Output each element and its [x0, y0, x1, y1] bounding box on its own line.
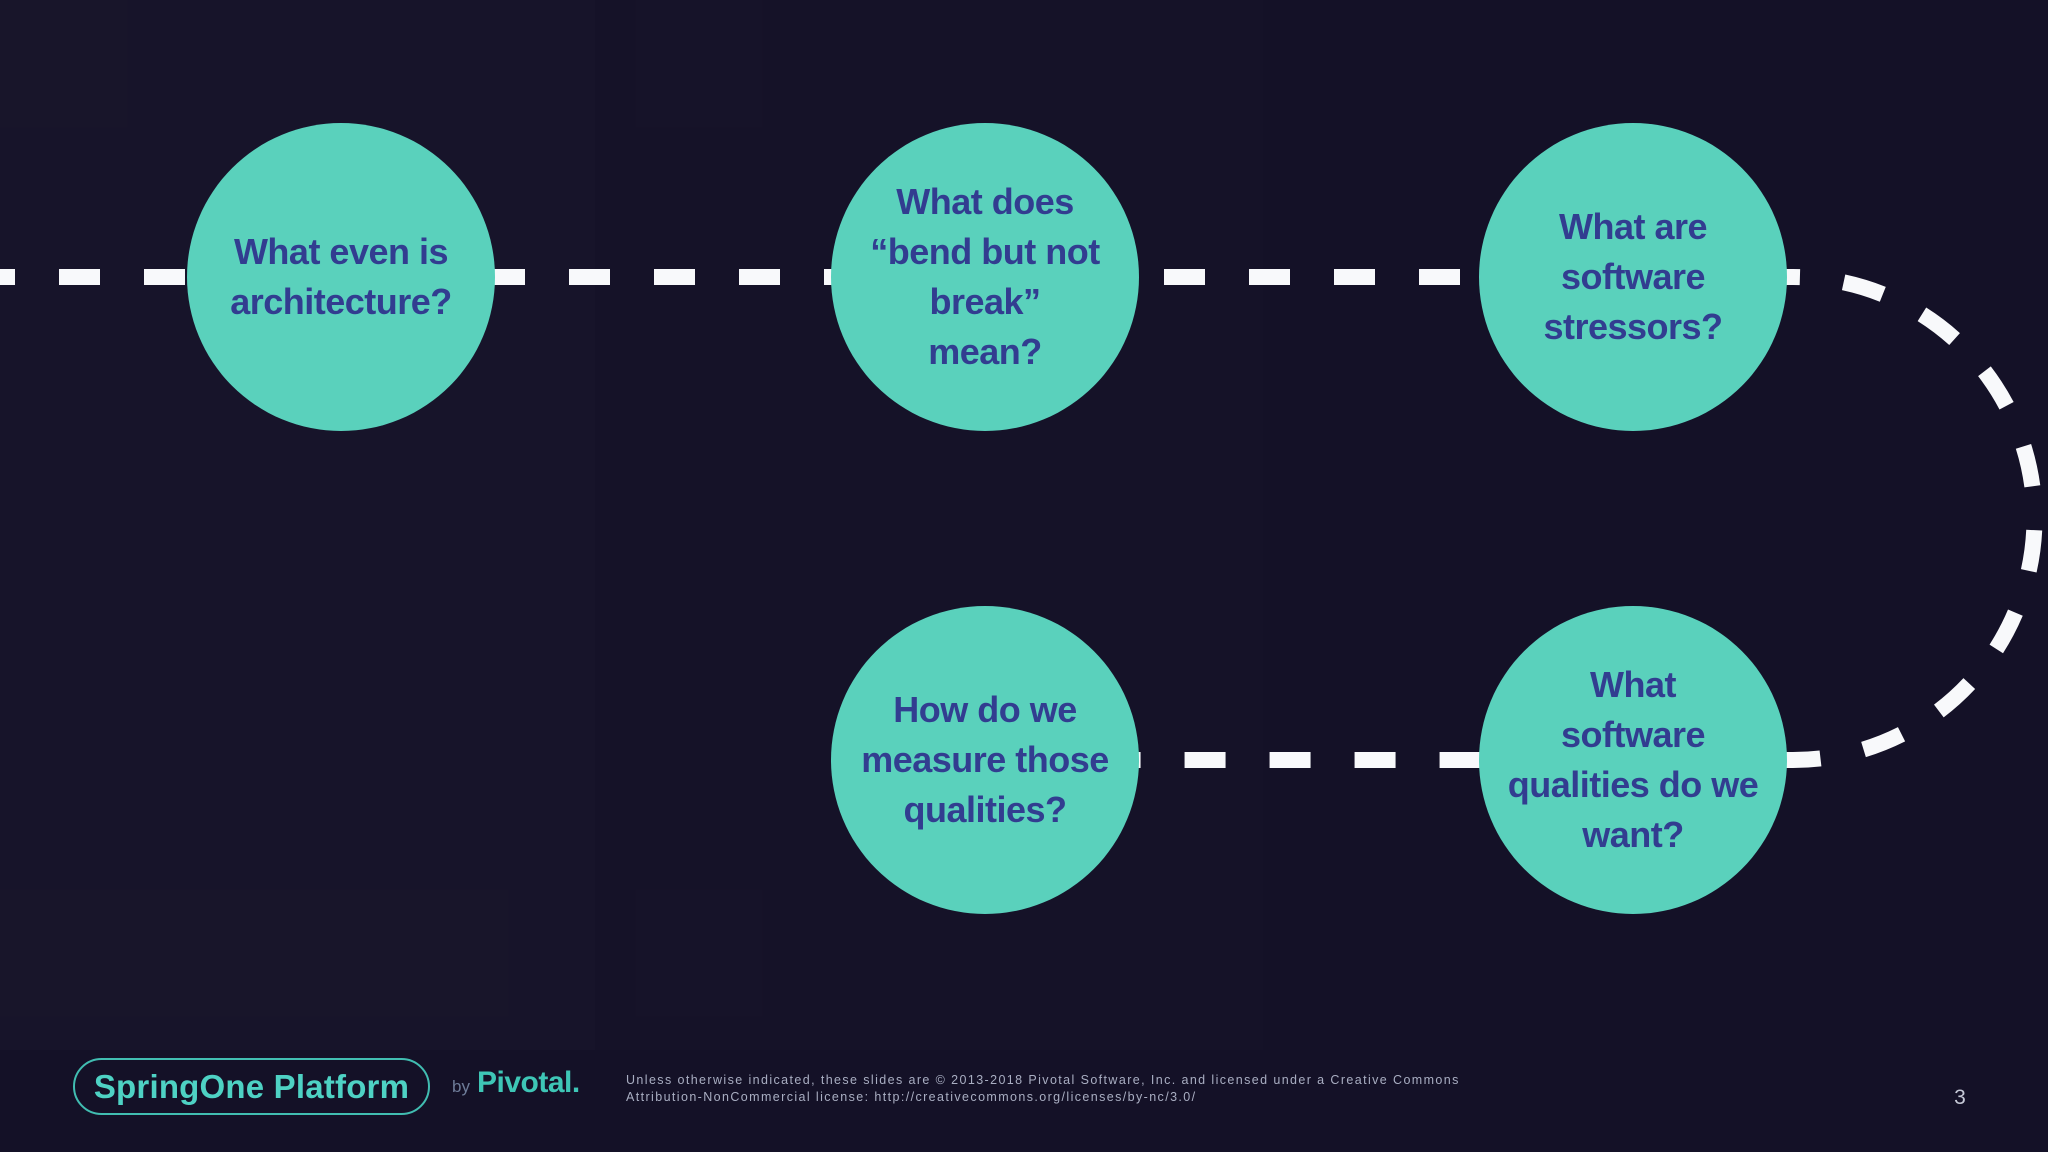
question-line: qualities?	[903, 789, 1067, 830]
question-line: architecture?	[230, 281, 452, 322]
springone-platform-logo: SpringOne Platform	[73, 1058, 430, 1115]
question-text: What does “bend but not break” mean?	[870, 177, 1100, 377]
question-line: break”	[929, 281, 1041, 322]
question-line: want?	[1582, 814, 1684, 855]
by-label: by	[452, 1077, 470, 1096]
question-circle-what-even-is-architecture: What even is architecture?	[187, 123, 495, 431]
question-line: software	[1560, 256, 1706, 297]
question-circle-software-qualities-we-want: What software qualities do we want?	[1479, 606, 1787, 914]
question-line: What even is	[233, 231, 449, 272]
question-line: How do we	[893, 689, 1077, 730]
question-line: stressors?	[1543, 306, 1723, 347]
license-line-1: Unless otherwise indicated, these slides…	[626, 1073, 1460, 1087]
question-line: What	[1590, 664, 1676, 705]
question-text: How do we measure those qualities?	[861, 685, 1109, 835]
question-text: What software qualities do we want?	[1508, 660, 1759, 860]
pivotal-wordmark: Pivotal.	[476, 1066, 580, 1099]
license-text: Unless otherwise indicated, these slides…	[626, 1072, 1460, 1106]
question-text: What are software stressors?	[1543, 202, 1723, 352]
question-line: What are	[1558, 206, 1708, 247]
question-line: “bend but not	[870, 231, 1100, 272]
springone-platform-logo-text: SpringOne Platform	[93, 1067, 410, 1105]
question-line: mean?	[928, 331, 1042, 372]
question-line: measure those	[861, 739, 1109, 780]
question-circle-bend-but-not-break: What does “bend but not break” mean?	[831, 123, 1139, 431]
question-circle-measure-qualities: How do we measure those qualities?	[831, 606, 1139, 914]
question-circle-software-stressors: What are software stressors?	[1479, 123, 1787, 431]
question-line: What does	[896, 181, 1074, 222]
license-line-2: Attribution-NonCommercial license: http:…	[626, 1090, 1197, 1104]
page-number: 3	[1954, 1086, 1966, 1109]
question-line: qualities do we	[1507, 764, 1759, 805]
by-pivotal-lockup: by Pivotal.	[452, 1066, 580, 1110]
question-text: What even is architecture?	[230, 227, 452, 327]
question-line: software	[1560, 714, 1706, 755]
